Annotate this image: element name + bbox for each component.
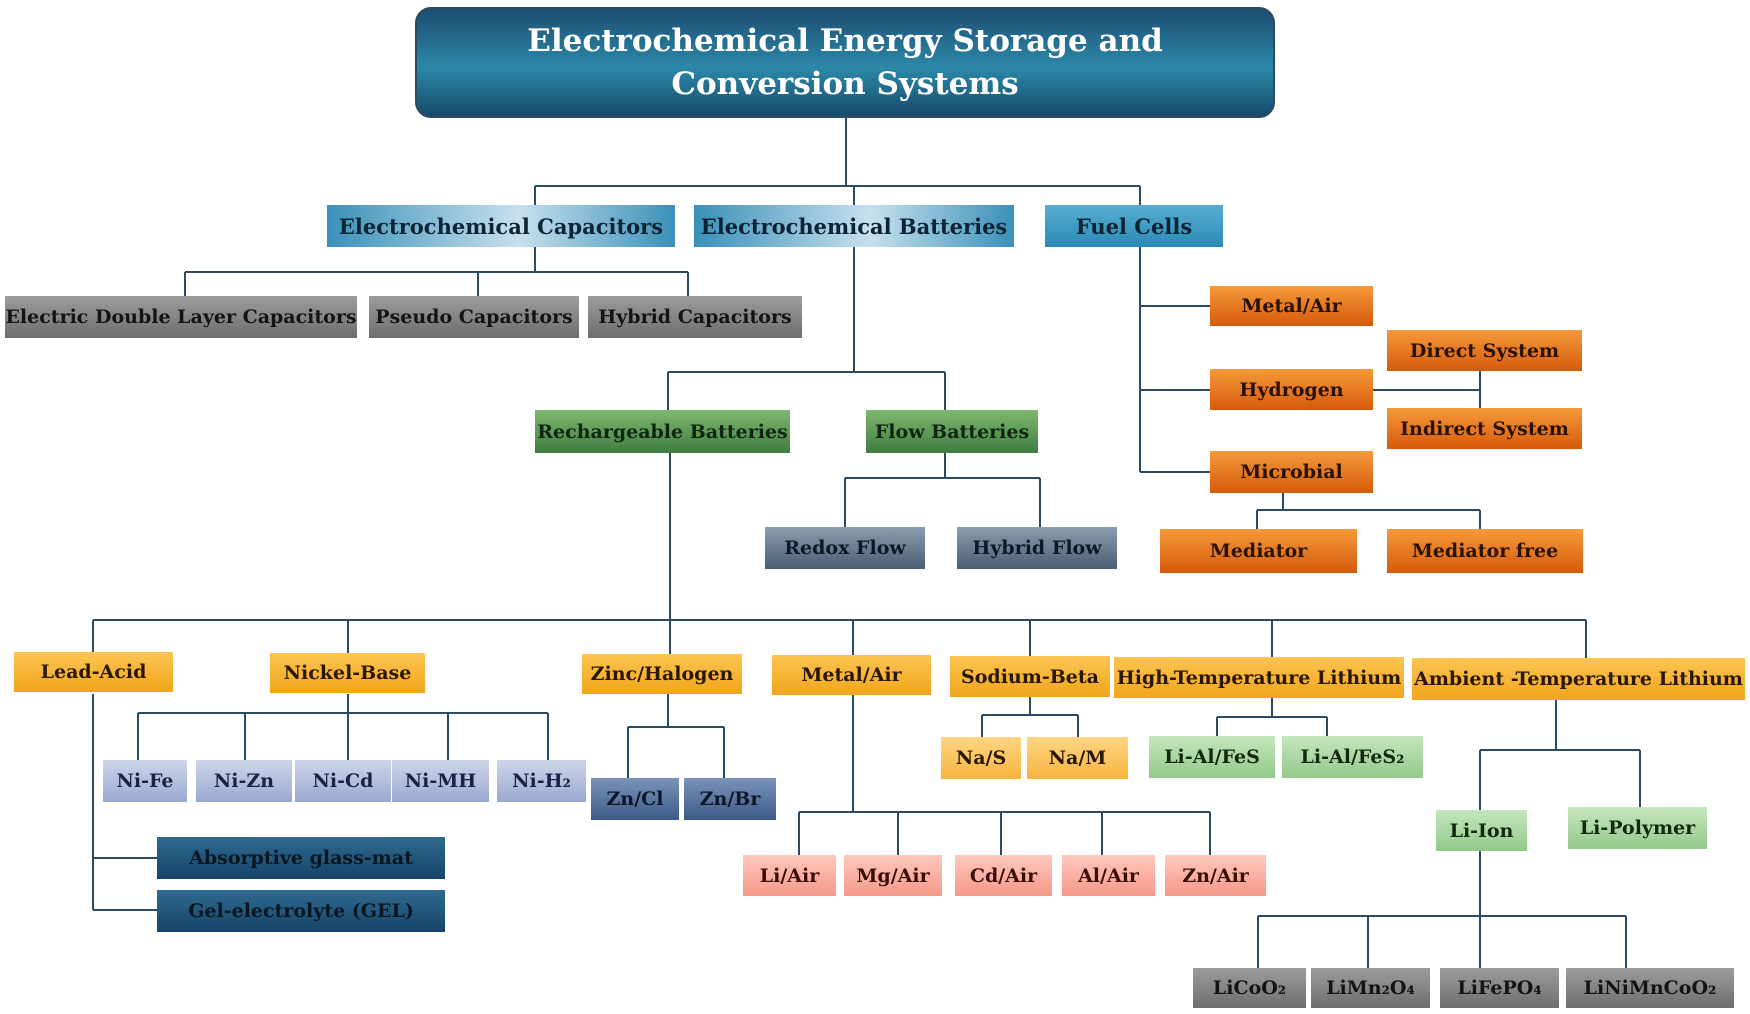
sodium-beta-node: Sodium-Beta [950, 656, 1110, 697]
zn-cl-node: Zn/Cl [591, 778, 679, 820]
li-air-node: Li/Air [743, 855, 836, 896]
hydrogen-node: Hydrogen [1210, 369, 1373, 410]
ni-fe-node: Ni-Fe [103, 760, 187, 802]
pseudo-capacitors-node: Pseudo Capacitors [369, 296, 579, 338]
high-temperature-lithium-node: High-Temperature Lithium [1114, 657, 1404, 698]
indirect-system-node: Indirect System [1387, 408, 1582, 449]
mg-air-node: Mg/Air [844, 855, 942, 896]
zn-air-node: Zn/Air [1165, 855, 1266, 896]
edlc-node: Electric Double Layer Capacitors [5, 296, 357, 338]
electrochemical-batteries-node: Electrochemical Batteries [694, 205, 1014, 247]
zn-br-node: Zn/Br [684, 778, 776, 820]
mediator-node: Mediator [1160, 529, 1357, 573]
li-polymer-node: Li-Polymer [1568, 807, 1707, 849]
li-al-fes-node: Li-Al/FeS [1149, 736, 1275, 778]
mediator-free-node: Mediator free [1387, 529, 1583, 573]
ni-zn-node: Ni-Zn [196, 760, 292, 802]
ni-mh-node: Ni-MH [392, 760, 489, 802]
li-al-fes2-node: Li-Al/FeS₂ [1282, 736, 1423, 778]
gel-electrolyte-node: Gel-electrolyte (GEL) [157, 890, 445, 932]
cd-air-node: Cd/Air [955, 855, 1052, 896]
ni-h2-node: Ni-H₂ [497, 760, 586, 802]
lead-acid-node: Lead-Acid [14, 652, 173, 692]
linimncoo2-node: LiNiMnCoO₂ [1566, 968, 1734, 1008]
diagram-title: Electrochemical Energy Storage and Conve… [415, 7, 1275, 118]
title-line-2: Conversion Systems [671, 65, 1019, 102]
direct-system-node: Direct System [1387, 330, 1582, 371]
hybrid-flow-node: Hybrid Flow [957, 527, 1117, 569]
absorptive-glass-mat-node: Absorptive glass-mat [157, 837, 445, 879]
limn2o4-node: LiMn₂O₄ [1311, 968, 1430, 1008]
lifepo4-node: LiFePO₄ [1440, 968, 1559, 1008]
electrochemical-capacitors-node: Electrochemical Capacitors [327, 205, 675, 247]
nickel-base-node: Nickel-Base [270, 653, 425, 693]
na-m-node: Na/M [1027, 737, 1128, 779]
na-s-node: Na/S [941, 737, 1021, 779]
microbial-node: Microbial [1210, 451, 1373, 493]
ambient-temperature-lithium-node: Ambient -Temperature Lithium [1412, 658, 1745, 700]
fuel-cells-node: Fuel Cells [1045, 205, 1223, 247]
zinc-halogen-node: Zinc/Halogen [582, 654, 742, 694]
licoo2-node: LiCoO₂ [1193, 968, 1306, 1008]
al-air-node: Al/Air [1062, 855, 1155, 896]
flow-batteries-node: Flow Batteries [866, 410, 1038, 453]
redox-flow-node: Redox Flow [765, 527, 925, 569]
li-ion-node: Li-Ion [1436, 810, 1527, 851]
title-line-1: Electrochemical Energy Storage and [527, 22, 1163, 59]
hybrid-capacitors-node: Hybrid Capacitors [588, 296, 802, 338]
fc-metal-air-node: Metal/Air [1210, 286, 1373, 326]
rechargeable-batteries-node: Rechargeable Batteries [535, 410, 790, 453]
ni-cd-node: Ni-Cd [295, 760, 391, 802]
metal-air-node: Metal/Air [772, 655, 931, 695]
